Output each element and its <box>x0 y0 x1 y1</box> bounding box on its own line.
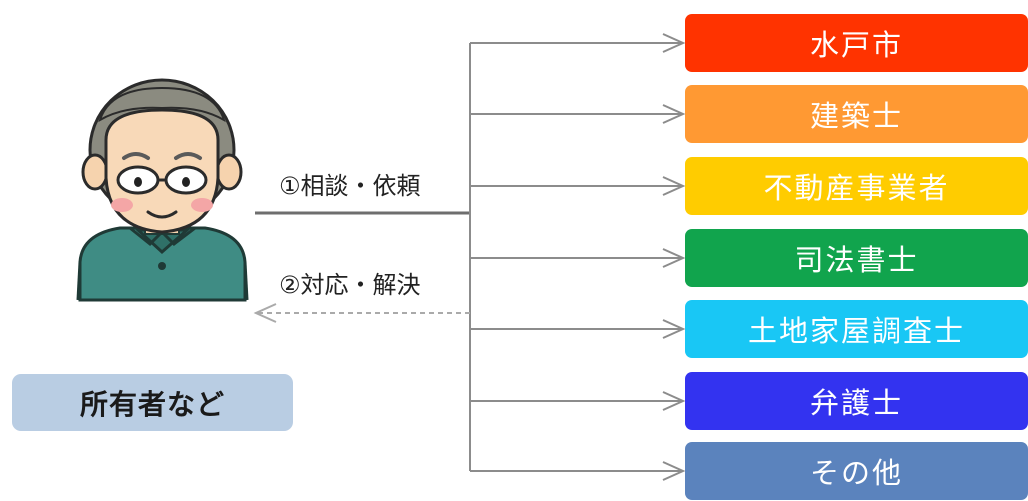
branch-arrow-4 <box>470 248 686 268</box>
branch-arrow-1 <box>470 33 686 53</box>
branch-arrow-5 <box>470 319 686 339</box>
party-box-mito-city: 水戸市 <box>685 14 1028 72</box>
branch-arrows <box>470 33 686 481</box>
branch-arrow-6 <box>470 391 686 411</box>
party-box-architect: 建築士 <box>685 85 1028 143</box>
response-label: ②対応・解決 <box>279 271 421 299</box>
branch-arrow-2 <box>470 104 686 124</box>
party-box-judicial-scrivener: 司法書士 <box>685 229 1028 287</box>
branch-arrow-7 <box>470 461 686 481</box>
party-box-other: その他 <box>685 442 1028 500</box>
party-box-land-surveyor: 土地家屋調査士 <box>685 300 1028 358</box>
party-box-real-estate: 不動産事業者 <box>685 157 1028 215</box>
request-label: ①相談・依頼 <box>279 172 421 200</box>
party-box-lawyer: 弁護士 <box>685 372 1028 430</box>
elderly-person-icon <box>76 78 249 302</box>
branch-arrow-3 <box>470 176 686 196</box>
owner-label: 所有者など <box>12 374 293 431</box>
response-arrow <box>253 303 470 323</box>
